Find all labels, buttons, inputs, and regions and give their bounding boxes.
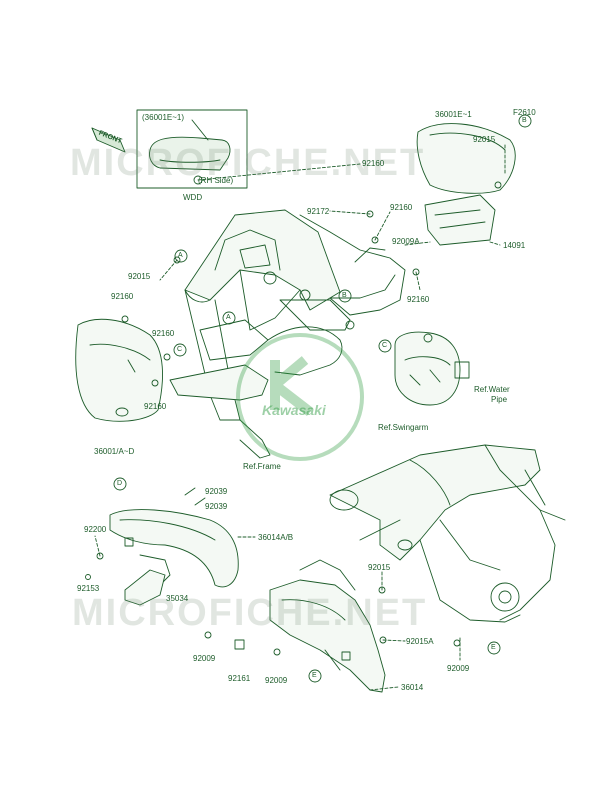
- watermark-brand: Kawasaki: [262, 402, 326, 418]
- callout-e-left: E: [312, 672, 317, 679]
- label-14091: 14091: [503, 241, 526, 250]
- label-92172: 92172: [307, 207, 330, 216]
- callout-c-right: C: [382, 342, 388, 349]
- callout-b-top: B: [522, 117, 527, 124]
- label-36001AD: 36001/A~D: [94, 447, 135, 456]
- label-92015-l: 92015: [128, 272, 151, 281]
- label-ref-frame: Ref.Frame: [243, 462, 281, 471]
- frame: [169, 209, 406, 459]
- inset-part-label: (36001E~1): [142, 113, 185, 122]
- lh-side-cover: [75, 318, 163, 422]
- leader-lines: [94, 144, 506, 691]
- inset-box: [136, 109, 248, 189]
- label-92015A: 92015A: [406, 637, 434, 646]
- label-92009-a: 92009: [193, 654, 216, 663]
- chain-guard-36014: [269, 559, 386, 693]
- inset-code-label: WDD: [183, 193, 203, 202]
- label-92161: 92161: [228, 674, 251, 683]
- label-92160-r: 92160: [407, 295, 430, 304]
- label-36014AB: 36014A/B: [258, 533, 294, 542]
- callout-b-frame: B: [342, 292, 347, 299]
- label-92009-b: 92009: [265, 676, 288, 685]
- swingarm: [329, 444, 566, 623]
- label-92160-mid: 92160: [390, 203, 413, 212]
- bracket-35034: [124, 569, 166, 606]
- label-92160-l2: 92160: [152, 329, 175, 338]
- label-92160-top: 92160: [362, 159, 385, 168]
- label-92200: 92200: [84, 525, 107, 534]
- label-92009-c: 92009: [447, 664, 470, 673]
- front-arrow-icon: [91, 127, 126, 153]
- label-36001E1: 36001E~1: [435, 110, 472, 119]
- label-ref-water: Ref.Water: [474, 385, 510, 394]
- label-92153: 92153: [77, 584, 100, 593]
- water-pipe-part: [394, 331, 470, 406]
- label-92039b: 92039: [205, 502, 228, 511]
- label-92015-tr: 92015: [473, 135, 496, 144]
- chain-guard-36014AB: [109, 509, 239, 591]
- callout-e-right: E: [491, 644, 496, 651]
- label-92160-l3: 92160: [144, 402, 167, 411]
- kawasaki-watermark: [236, 333, 364, 461]
- callout-d: D: [117, 480, 123, 487]
- label-92009A: 92009A: [392, 237, 420, 246]
- label-92015-b: 92015: [368, 563, 391, 572]
- label-ref-swingarm: Ref.Swingarm: [378, 423, 429, 432]
- callout-c-left: C: [177, 346, 183, 353]
- label-92039a: 92039: [205, 487, 228, 496]
- label-36014: 36014: [401, 683, 424, 692]
- label-f2610: F2610: [513, 108, 536, 117]
- rh-side-cover: [416, 123, 516, 246]
- callout-a-frame: A: [226, 314, 231, 321]
- label-ref-water-pipe: Pipe: [491, 395, 508, 404]
- callout-circles: [113, 114, 532, 683]
- label-35034: 35034: [166, 594, 189, 603]
- label-92160-l1: 92160: [111, 292, 134, 301]
- watermark-top: MICROFICHE.NET: [70, 142, 426, 184]
- callout-a-left: A: [178, 252, 183, 259]
- watermark-bottom: MICROFICHE.NET: [72, 592, 428, 634]
- inset-side-label: (RH Side): [198, 176, 234, 185]
